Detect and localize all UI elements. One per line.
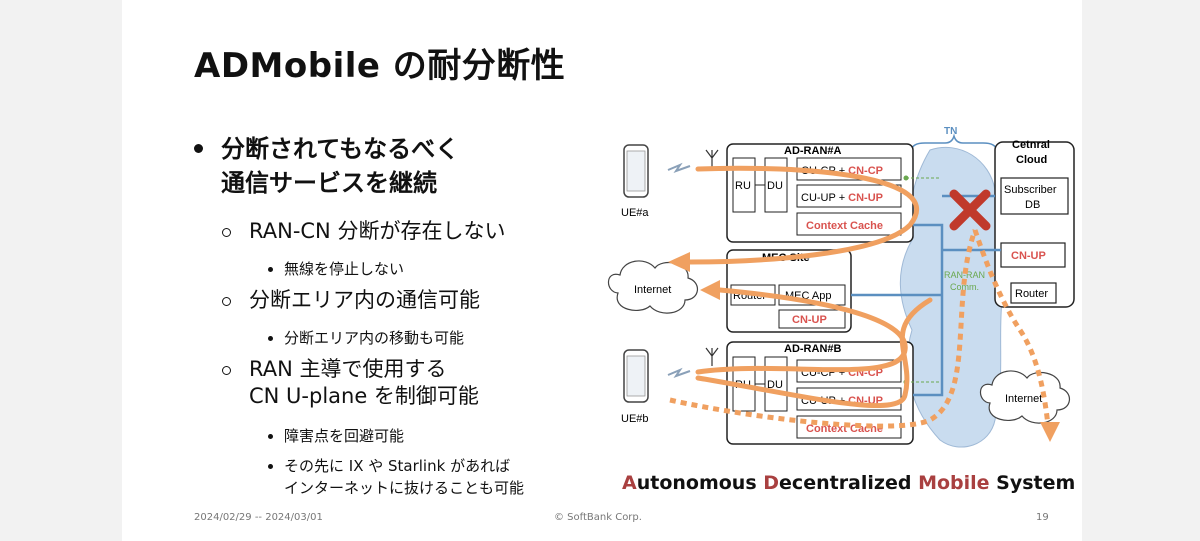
ring-bullet — [222, 228, 231, 237]
diagram-caption: Autonomous Decentralized Mobile System — [622, 472, 1076, 494]
traffic-path-arrows — [687, 165, 933, 409]
ue-b-label: UE#b — [621, 413, 649, 425]
context-cache-a-label: Context Cache — [806, 220, 883, 232]
antenna-icon-a — [705, 149, 719, 168]
subscriber-db-box — [1000, 177, 1069, 215]
radio-wave-icon-b — [667, 367, 691, 378]
cu-up-a-label: CU-UP + CN-UP — [801, 192, 883, 204]
subscriber-db-label-2: DB — [1025, 199, 1040, 211]
ran-ran-comm-label-2: Comm. — [950, 282, 979, 292]
footer-date: 2024/02/29 -- 2024/03/01 — [194, 512, 323, 523]
bullet-main-line1: 分断されてもなるべく — [221, 135, 460, 163]
context-cache-b-label: Context Cache — [806, 423, 883, 435]
mec-cn-up-label: CN-UP — [792, 314, 827, 326]
context-cache-a-box — [796, 212, 902, 236]
ue-a-label: UE#a — [621, 207, 649, 219]
ad-ran-b-label: AD-RAN#B — [784, 343, 842, 355]
link-failure-cross-icon — [949, 189, 991, 231]
small-bullet — [268, 336, 273, 341]
du-a-label: DU — [767, 180, 783, 192]
central-cloud-label-2: Cloud — [1016, 154, 1047, 166]
internet-cloud-right — [979, 370, 1070, 424]
ring-bullet — [222, 297, 231, 306]
cloud-cn-up-box — [1000, 242, 1066, 268]
footer-page-number: 19 — [1036, 512, 1049, 523]
tn-label: TN — [944, 126, 957, 137]
radio-wave-icon-a — [667, 162, 691, 173]
small-bullet — [268, 267, 273, 272]
cloud-router-label: Router — [1015, 288, 1048, 300]
cloud-cn-up-label: CN-UP — [1011, 250, 1046, 262]
cloud-router-box — [1010, 282, 1057, 304]
arrow-head-left-b — [700, 280, 720, 300]
mec-cn-up-box — [778, 309, 846, 329]
ran-ran-comm-label-1: RAN-RAN — [944, 270, 985, 280]
ring-bullet — [222, 366, 231, 375]
internet-cloud-left — [607, 260, 698, 314]
arrow-head-down — [1040, 422, 1060, 442]
du-b-label: DU — [767, 379, 783, 391]
central-cloud-label-1: Cetnral — [1012, 139, 1050, 151]
bullet-main-line2: 通信サービスを継続 — [221, 169, 437, 197]
admobile-architecture-diagram: TN Cetnral Cloud Subscriber DB CN-UP Rou… — [607, 126, 1075, 448]
ru-a-label: RU — [735, 180, 751, 192]
arrow-head-left-a — [668, 252, 690, 272]
ad-ran-a-label: AD-RAN#A — [784, 145, 842, 157]
page-title: ADMobile の耐分断性 — [194, 46, 566, 86]
internet-left-label: Internet — [634, 284, 671, 296]
bullet-dot — [194, 144, 203, 153]
footer-copyright: © SoftBank Corp. — [554, 512, 642, 523]
small-bullet — [268, 464, 273, 469]
cu-up-a-box — [796, 184, 902, 208]
central-cloud-box — [994, 141, 1075, 308]
dotted-path-arrows — [669, 229, 1051, 429]
small-bullet — [268, 434, 273, 439]
tn-bracket — [911, 133, 997, 151]
internet-right-label: Internet — [1005, 393, 1042, 405]
antenna-icon-b — [705, 347, 719, 366]
subscriber-db-label-1: Subscriber — [1004, 184, 1057, 196]
